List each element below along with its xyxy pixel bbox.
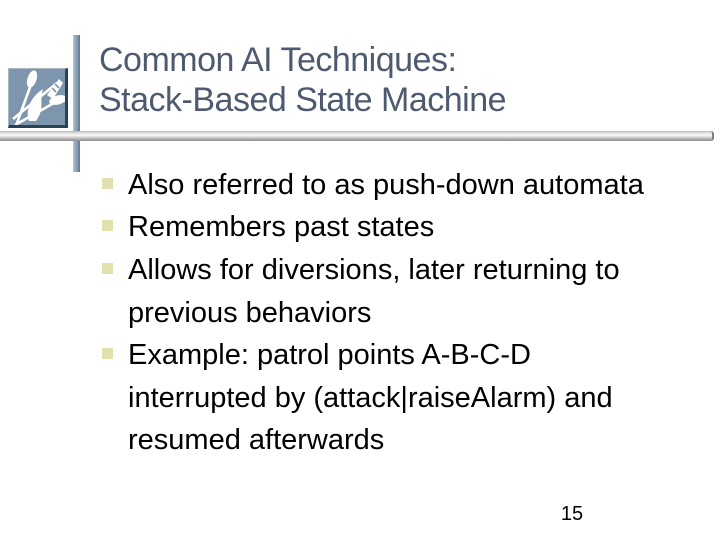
bullet-item-4: Example: patrol points A-B-C-D interrupt… xyxy=(102,334,613,462)
bullet-1-line-1: Also referred to as push-down automata xyxy=(128,169,644,201)
bullet-item-3: Allows for diversions, later returning t… xyxy=(102,249,620,334)
bullet-2-line-1: Remembers past states xyxy=(128,211,435,243)
bullet-text-2: Remembers past states xyxy=(128,206,434,249)
bullet-text-1: Also referred to as push-down automata xyxy=(128,164,644,207)
bullet-item-1: Also referred to as push-down automata xyxy=(102,164,644,207)
bullet-4-line-1: Example: patrol points A-B-C-D xyxy=(128,339,531,371)
bullet-text-4: Example: patrol points A-B-C-D interrupt… xyxy=(128,334,613,462)
slide-title-line-1: Common AI Techniques: xyxy=(99,41,457,79)
square-bullet-icon xyxy=(102,220,113,231)
bullet-text-3: Allows for diversions, later returning t… xyxy=(128,249,620,334)
bullet-3-line-1: Allows for diversions, later returning t… xyxy=(128,254,620,286)
bullet-4-line-3: resumed afterwards xyxy=(128,424,385,456)
page-number: 15 xyxy=(560,503,584,525)
square-bullet-icon xyxy=(102,263,113,274)
square-bullet-icon xyxy=(102,348,113,359)
square-bullet-icon xyxy=(102,178,113,189)
vertical-accent-line xyxy=(73,35,80,172)
bullet-item-2: Remembers past states xyxy=(102,206,434,249)
slide-logo xyxy=(8,68,68,128)
bullet-3-line-2: previous behaviors xyxy=(128,296,372,329)
crossed-oars-icon xyxy=(9,69,65,125)
slide-title: Common AI Techniques: Stack-Based State … xyxy=(99,40,507,120)
slide-title-line-2: Stack-Based State Machine xyxy=(99,81,507,119)
bullet-4-line-2: interrupted by (attack|raiseAlarm) and xyxy=(128,381,613,414)
title-divider-bar xyxy=(0,131,714,141)
